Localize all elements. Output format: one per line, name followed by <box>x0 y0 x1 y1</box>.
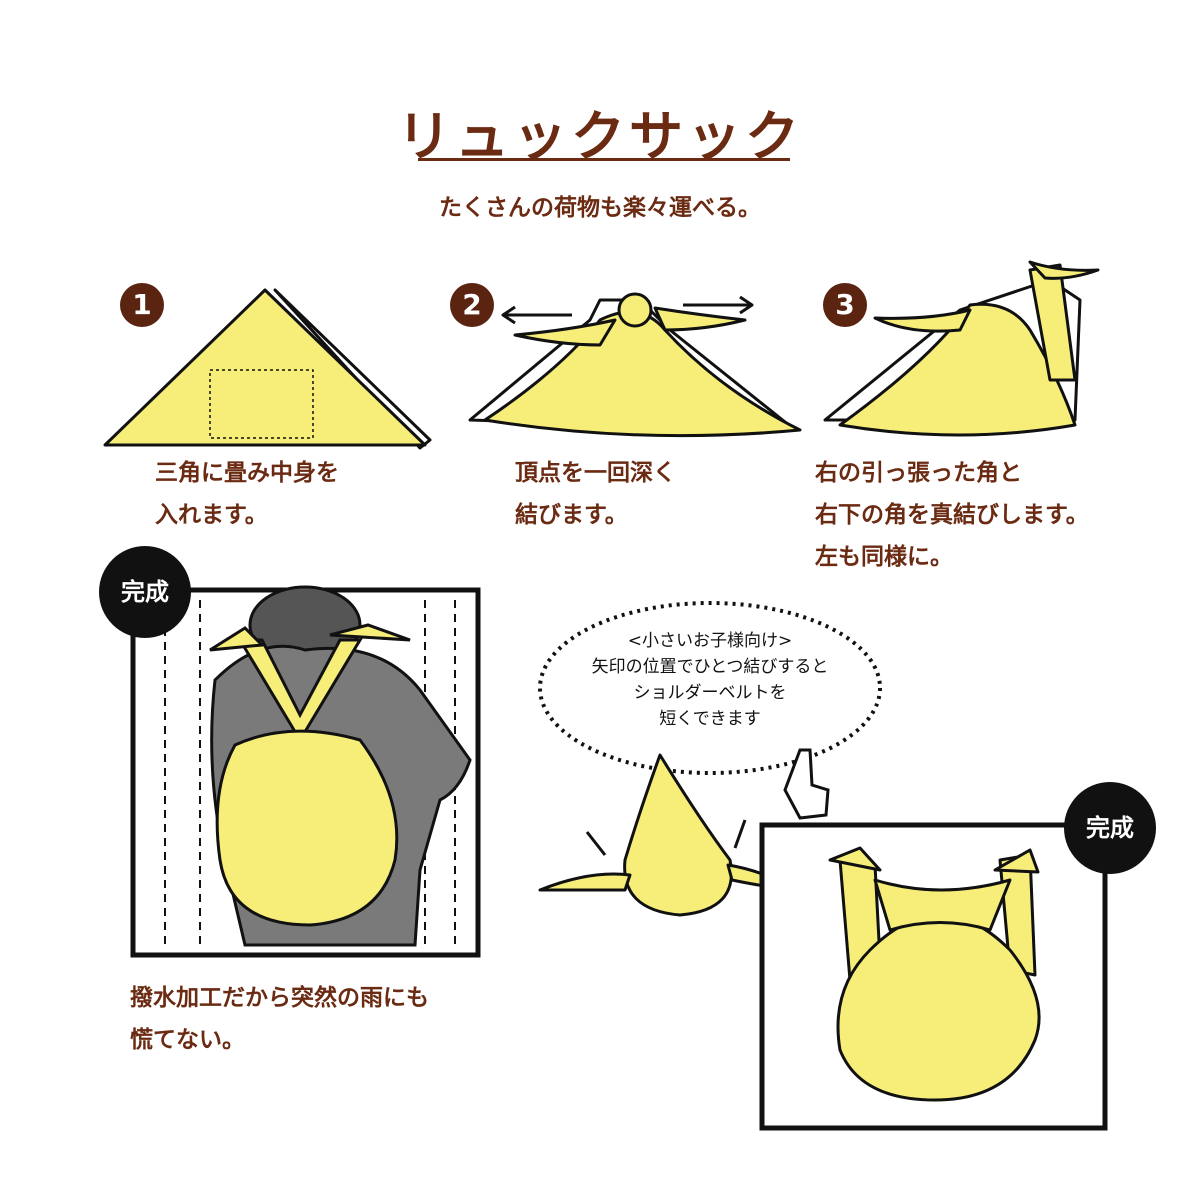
tip-line: ショルダーベルトを <box>633 683 787 703</box>
caption-line: 結びます。 <box>515 502 628 528</box>
tip-speech-bubble <box>538 601 882 775</box>
caption-line: 入れます。 <box>155 502 268 528</box>
caption-line: 三角に畳み中身を <box>155 460 339 486</box>
step-1-caption: 三角に畳み中身を 入れます。 <box>155 452 339 536</box>
caption-line: 頂点を一回深く <box>515 460 676 486</box>
tip-line: <小さいお子様向け> <box>627 631 793 651</box>
caption-line: 慌てない。 <box>130 1027 245 1053</box>
caption-line: 右下の角を真結びします。 <box>815 502 1089 528</box>
step1-folded-cloth-illustration <box>103 288 432 450</box>
caption-line: 撥水加工だから突然の雨にも <box>130 985 429 1011</box>
step3-tied-corner-illustration <box>823 260 1100 437</box>
step-2-caption: 頂点を一回深く 結びます。 <box>515 452 676 536</box>
subtitle: たくさんの荷物も楽々運べる。 <box>439 195 761 221</box>
tip-text: <小さいお子様向け> 矢印の位置でひとつ結びすると ショルダーベルトを 短くでき… <box>545 628 875 732</box>
tip-line: 短くできます <box>659 709 761 729</box>
step-3-number: 3 <box>823 283 867 327</box>
step2-knot-illustration <box>468 292 802 438</box>
complete-badge: 完成 <box>99 546 191 638</box>
step-1-number: 1 <box>120 283 164 327</box>
tip-line: 矢印の位置でひとつ結びすると <box>591 657 829 677</box>
page-title: リュックサック <box>397 105 803 168</box>
caption-line: 左も同様に。 <box>815 544 953 570</box>
completed-backpack-worn-illustration <box>130 585 481 958</box>
complete-caption: 撥水加工だから突然の雨にも 慌てない。 <box>130 977 429 1061</box>
pointing-hand-icon <box>783 748 830 820</box>
caption-line: 右の引っ張った角と <box>815 460 1022 486</box>
step-3-caption: 右の引っ張った角と 右下の角を真結びします。 左も同様に。 <box>815 452 1089 578</box>
completed-backpack-illustration <box>759 822 1108 1131</box>
shortened-strap-illustration <box>538 753 802 917</box>
complete-badge: 完成 <box>1064 782 1156 874</box>
title-underline <box>418 158 790 161</box>
step-2-number: 2 <box>450 283 494 327</box>
